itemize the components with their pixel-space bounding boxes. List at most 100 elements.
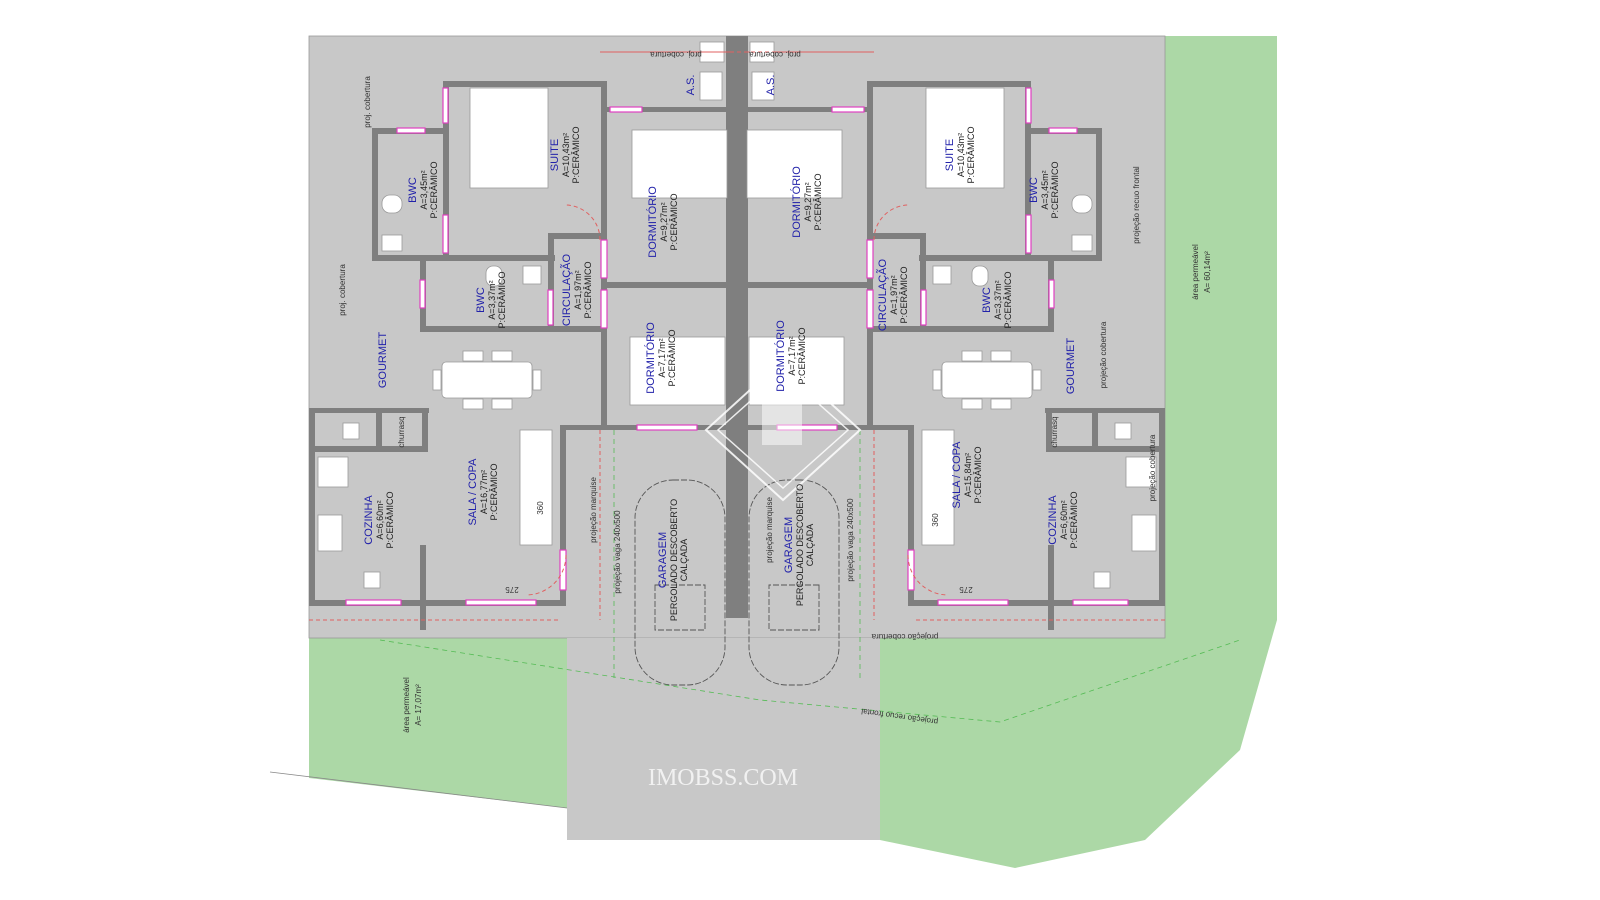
note-projecao-cobertura: projeção cobertura (1148, 434, 1157, 501)
room-area: A=15,84m² (963, 453, 973, 497)
note-projecao-cobertura: projeção cobertura (871, 632, 938, 641)
note-vaga: projeção vaga 240x500 (846, 498, 855, 582)
room-floor: P:CERÂMICO (899, 266, 909, 323)
room-area: A=1,97m² (889, 275, 899, 314)
room-label: GARAGEM (657, 532, 669, 588)
room-label: GOURMET (1065, 338, 1077, 395)
bed-icon (629, 336, 726, 406)
lawn-left (309, 638, 567, 808)
room-floor: P:CERÂMICO (813, 173, 823, 230)
note-recuo-frontal: projeção recuo frontal (1132, 166, 1141, 244)
room-area: PERGOLADO DESCOBERTO (795, 484, 805, 606)
note-area-right: A= 60,14m² (1203, 251, 1212, 293)
dimension-360: 360 (536, 501, 545, 515)
note-proj-cobertura: proj. cobertura (338, 264, 347, 316)
room-area: PERGOLADO DESCOBERTO (669, 499, 679, 621)
note-proj-cobertura: proj. cobertura (363, 76, 372, 128)
room-label: BWC (475, 287, 487, 313)
note-projecao-cobertura: projeção cobertura (1099, 321, 1108, 388)
room-label: SALA / COPA (951, 441, 963, 509)
room-label: SALA / COPA (467, 458, 479, 526)
room-label: A.S. (765, 75, 777, 96)
room-label: SUITE (549, 139, 561, 171)
room-area: A=16,77m² (479, 470, 489, 514)
room-area: A=6,60m² (1059, 500, 1069, 539)
room-label: DORMITÓRIO (646, 186, 659, 258)
note-area-permeavel: área permeável (402, 677, 411, 733)
room-floor: P:CERÂMICO (429, 161, 439, 218)
room-floor: P:CERÂMICO (571, 126, 581, 183)
sofa-icon (519, 429, 553, 546)
bed-icon (631, 129, 728, 199)
note-proj-cobertura: proj. cobertura (650, 50, 702, 59)
room-label: BWC (1028, 177, 1040, 203)
room-floor: P:CERÂMICO (1003, 271, 1013, 328)
note-area-left: A= 17,07m² (414, 684, 423, 726)
dimension-275: 275 (959, 585, 973, 594)
stove-icon (317, 514, 343, 552)
note-churrasq: churrasq (397, 416, 406, 447)
room-label: COZINHA (1047, 495, 1059, 545)
note-churrasq: churrasq (1050, 416, 1059, 447)
room-label: CIRCULAÇÃO (876, 258, 889, 331)
watermark-logo (704, 358, 862, 502)
dimension-275: 275 (505, 585, 519, 594)
note-area-permeavel: área permeável (1191, 244, 1200, 300)
room-area: A=6,60m² (375, 500, 385, 539)
room-floor: P:CERÂMICO (583, 261, 593, 318)
sink-icon (363, 571, 381, 589)
sink-icon (342, 422, 360, 440)
fridge-icon (317, 456, 349, 488)
room-area: A=3,45m² (419, 170, 429, 209)
sink-icon (381, 234, 403, 252)
room-label: DORMITÓRIO (774, 320, 787, 392)
room-floor: P:CERÂMICO (797, 327, 807, 384)
driveway (567, 638, 880, 840)
room-floor: P:CERÂMICO (1069, 491, 1079, 548)
room-label: CIRCULAÇÃO (560, 253, 573, 326)
room-area: A=3,37m² (993, 280, 1003, 319)
room-area: A=1,97m² (573, 270, 583, 309)
room-label: GOURMET (377, 332, 389, 389)
room-area: A=10,43m² (956, 133, 966, 177)
note-marquise: projeção marquise (765, 497, 774, 563)
room-label: DORMITÓRIO (644, 322, 657, 394)
unit-left (309, 36, 870, 686)
car-icon (634, 479, 726, 686)
dining-table-icon (441, 361, 533, 399)
room-area: A=7,17m² (657, 338, 667, 377)
room-label: BWC (407, 177, 419, 203)
room-floor: P:CERÂMICO (489, 463, 499, 520)
note-marquise: projeção marquise (589, 477, 598, 543)
watermark-text: IMOBSS.COM (648, 765, 798, 791)
room-floor: P:CERÂMICO (385, 491, 395, 548)
room-floor: P:CERÂMICO (497, 271, 507, 328)
front-setback-line (379, 639, 1241, 723)
room-floor: CALÇADA (805, 524, 815, 567)
room-label: COZINHA (363, 495, 375, 545)
laundry-sink-icon (699, 71, 723, 101)
room-floor: P:CERÂMICO (966, 126, 976, 183)
room-floor: P:CERÂMICO (973, 446, 983, 503)
toilet-icon (485, 265, 503, 287)
room-floor: P:CERÂMICO (1050, 161, 1060, 218)
room-label: A.S. (685, 75, 697, 96)
room-floor: P:CERÂMICO (667, 329, 677, 386)
room-area: A=10,43m² (561, 133, 571, 177)
room-label: GARAGEM (783, 517, 795, 573)
room-floor: CALÇADA (679, 539, 689, 582)
room-label: BWC (981, 287, 993, 313)
toilet-icon (381, 194, 403, 214)
sink-icon (522, 265, 542, 285)
note-proj-cobertura: proj. cobertura (749, 50, 801, 59)
room-label: SUITE (944, 139, 956, 171)
dimension-360: 360 (931, 513, 940, 527)
room-label: DORMITÓRIO (790, 166, 803, 238)
note-vaga: projeção vaga 240x500 (613, 510, 622, 594)
room-area: A=3,37m² (487, 280, 497, 319)
room-floor: P:CERÂMICO (669, 193, 679, 250)
room-area: A=9,27m² (659, 202, 669, 241)
lawn-right (880, 36, 1277, 868)
